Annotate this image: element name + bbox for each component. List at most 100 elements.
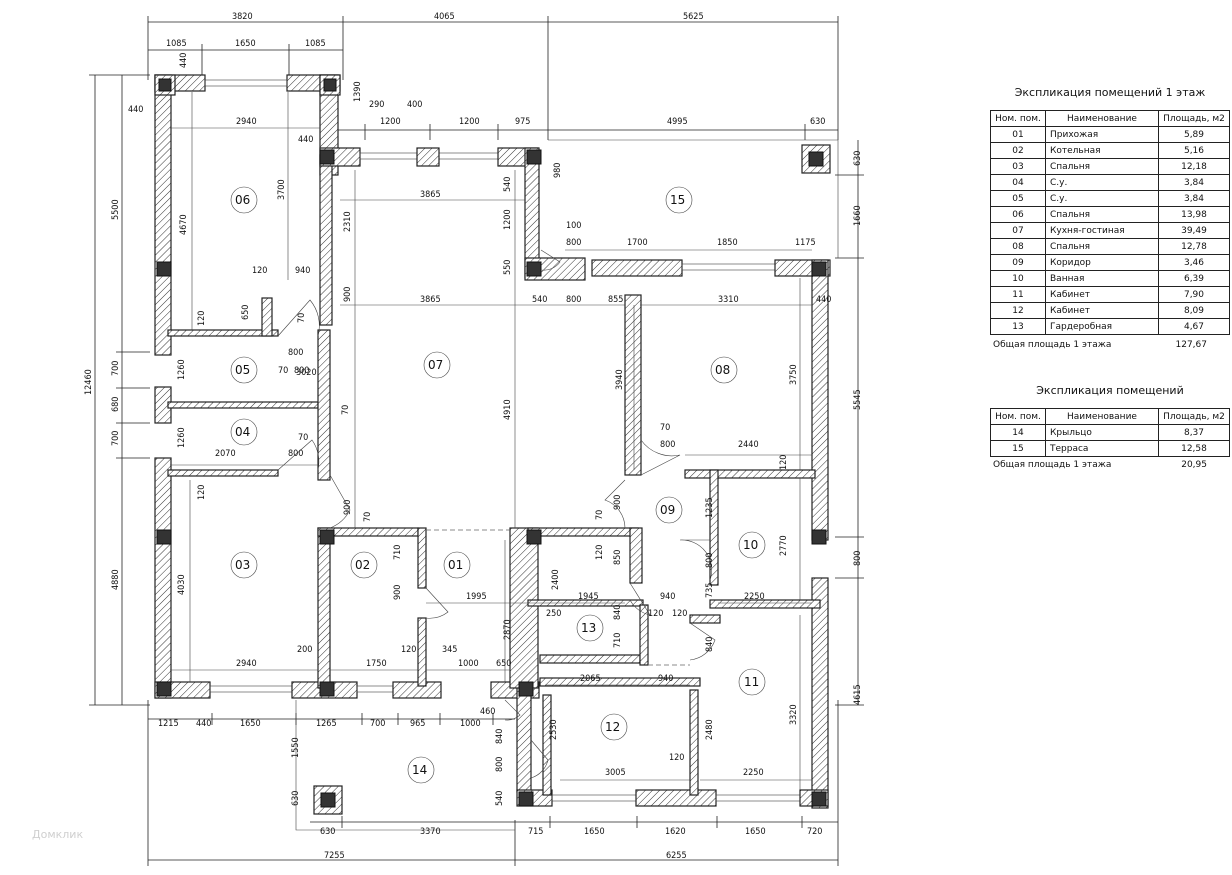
dim-bot2-1: 630: [320, 827, 335, 837]
dim-inner: 1995: [466, 592, 487, 602]
dim-right-1: 630: [853, 151, 863, 166]
dim-inner: 70: [297, 313, 307, 323]
room-name: Кабинет: [1045, 286, 1159, 303]
room-area: 8,09: [1158, 302, 1230, 319]
dimension-labels: 3820 4065 5625 1085 1650 1085 290 400 12…: [84, 12, 863, 861]
room-name: С.у.: [1045, 190, 1159, 207]
svg-text:11: 11: [744, 675, 759, 689]
svg-text:15: 15: [670, 193, 685, 207]
dim-inner: 345: [442, 645, 457, 655]
dim-left-4: 700: [111, 431, 121, 446]
dim-inner: 630: [291, 791, 301, 806]
dim-bot3-8: 460: [480, 707, 495, 717]
dim-bot3-3: 1650: [240, 719, 261, 729]
room-03: 03: [230, 551, 258, 579]
room-number: 09: [990, 254, 1046, 271]
dim-top3-4: 1200: [459, 117, 480, 127]
table1-header-num: Ном. пом.: [990, 110, 1046, 127]
room-labels: 01 02 03 04 05 06 07 08 09 10 11 12 13 1…: [230, 186, 766, 784]
room-name: Крыльцо: [1045, 424, 1159, 441]
dim-inner: 4910: [503, 399, 513, 420]
dim-left-top-1: 440: [179, 53, 189, 68]
dim-inner: 2250: [743, 768, 764, 778]
dim-inner: 3865: [420, 190, 441, 200]
dim-inner: 710: [613, 633, 623, 648]
dim-inner: 2940: [236, 659, 257, 669]
dim-inner: 2440: [738, 440, 759, 450]
dim-bot3-7: 1000: [460, 719, 481, 729]
room-number: 04: [990, 174, 1046, 191]
dim-inner: 4670: [179, 214, 189, 235]
dim-inner: 70: [363, 512, 373, 522]
dim-inner: 540: [503, 177, 513, 192]
svg-text:09: 09: [660, 503, 675, 517]
room-number: 01: [990, 126, 1046, 143]
room-12: 12: [600, 713, 628, 741]
inner-dimension-lines: [170, 92, 812, 790]
dim-bot-2: 6255: [666, 851, 687, 861]
table2-header-name: Наименование: [1045, 408, 1159, 425]
dim-left-3: 680: [111, 397, 121, 412]
room-number: 11: [990, 286, 1046, 303]
dim-inner: 2070: [215, 449, 236, 459]
dim-bot3-5: 700: [370, 719, 385, 729]
dim-left-overall: 12460: [84, 369, 94, 395]
dim-bot-1: 7255: [324, 851, 345, 861]
room-06: 06: [230, 186, 258, 214]
dim-inner: 3750: [789, 364, 799, 385]
svg-text:05: 05: [235, 363, 250, 377]
dim-inner: 800: [660, 440, 675, 450]
dim-inner: 840: [705, 637, 715, 652]
svg-text:08: 08: [715, 363, 730, 377]
dim-top3-5: 975: [515, 117, 530, 127]
room-15: 15: [665, 186, 693, 214]
dim-inner: 540: [532, 295, 547, 305]
dim-top2-2: 1650: [235, 39, 256, 49]
room-11: 11: [738, 668, 766, 696]
dim-bot2-7: 720: [807, 827, 822, 837]
dim-top3-2: 400: [407, 100, 422, 110]
room-09: 09: [655, 496, 683, 524]
dim-inner: 800: [566, 238, 581, 248]
dim-inner: 850: [613, 550, 623, 565]
svg-text:07: 07: [428, 358, 443, 372]
room-name: Спальня: [1045, 158, 1159, 175]
table1-header-row: Ном. пом. Наименование Площадь, м2: [990, 110, 1230, 127]
dim-inner: 2530: [549, 719, 559, 740]
dim-inner: 1550: [291, 737, 301, 758]
room-area: 3,84: [1158, 174, 1230, 191]
room-number: 12: [990, 302, 1046, 319]
dim-inner: 1700: [627, 238, 648, 248]
room-02: 02: [350, 551, 378, 579]
dim-inner: 2870: [503, 619, 513, 640]
dim-inner: 3320: [789, 704, 799, 725]
svg-text:04: 04: [235, 425, 250, 439]
dim-inner: 940: [295, 266, 310, 276]
dim-bot2-5: 1620: [665, 827, 686, 837]
dim-inner: 70: [341, 405, 351, 415]
room-07: 07: [423, 351, 451, 379]
svg-text:02: 02: [355, 558, 370, 572]
dim-inner: 120: [252, 266, 267, 276]
dim-right-4: 800: [853, 551, 863, 566]
dim-inner: 900: [613, 495, 623, 510]
dim-inner: 800: [566, 295, 581, 305]
room-area: 5,89: [1158, 126, 1230, 143]
dim-left-top-2: 440: [128, 105, 143, 115]
dim-bot3-2: 440: [196, 719, 211, 729]
dim-inner: 120: [197, 311, 207, 326]
dim-inner: 2400: [551, 569, 561, 590]
dim-right-5: 4615: [853, 684, 863, 705]
dim-inner: 120: [779, 455, 789, 470]
dim-inner: 3865: [420, 295, 441, 305]
dim-inner: 3020: [296, 368, 317, 378]
dim-bot3-6: 965: [410, 719, 425, 729]
room-04: 04: [230, 418, 258, 446]
